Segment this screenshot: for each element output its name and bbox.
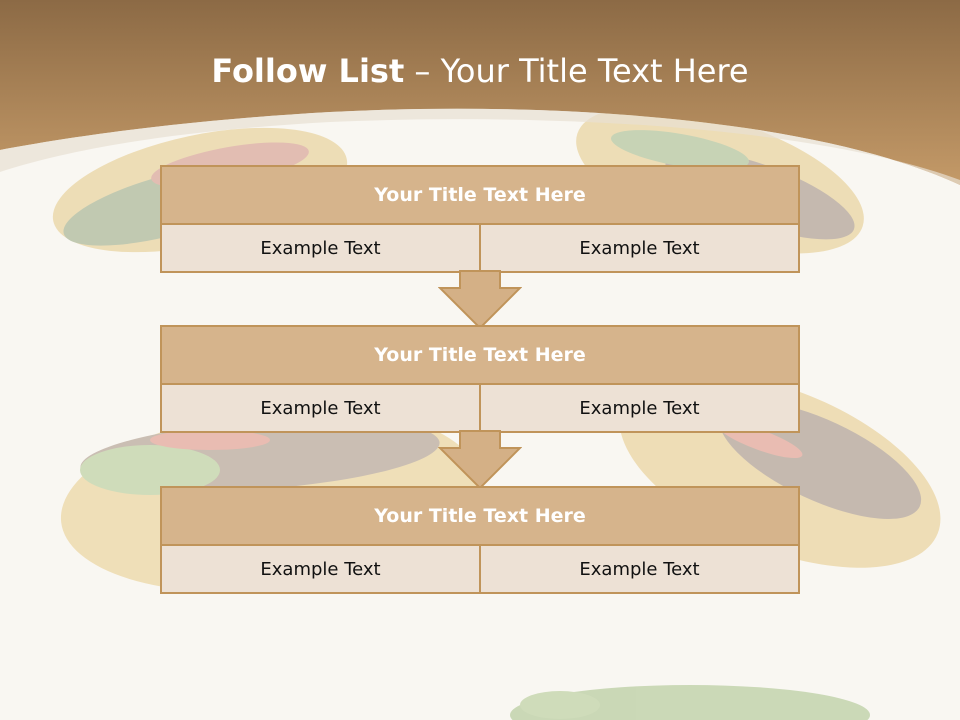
step-box-row: Example Text Example Text	[162, 546, 798, 592]
step-box-1: Your Title Text Here Example Text Exampl…	[160, 165, 800, 273]
down-arrow-icon	[438, 270, 522, 330]
step-box-heading: Your Title Text Here	[162, 327, 798, 385]
step-box-cell-right: Example Text	[479, 225, 798, 271]
step-box-cell-left: Example Text	[162, 546, 479, 592]
step-box-row: Example Text Example Text	[162, 385, 798, 431]
step-box-heading: Your Title Text Here	[162, 167, 798, 225]
down-arrow-icon	[438, 430, 522, 490]
slide-title: Follow List – Your Title Text Here	[0, 52, 960, 90]
step-box-heading: Your Title Text Here	[162, 488, 798, 546]
step-box-cell-left: Example Text	[162, 225, 479, 271]
step-box-cell-right: Example Text	[479, 385, 798, 431]
step-box-cell-right: Example Text	[479, 546, 798, 592]
step-box-3: Your Title Text Here Example Text Exampl…	[160, 486, 800, 594]
step-box-row: Example Text Example Text	[162, 225, 798, 271]
step-box-cell-left: Example Text	[162, 385, 479, 431]
step-box-2: Your Title Text Here Example Text Exampl…	[160, 325, 800, 433]
slide-title-rest: – Your Title Text Here	[404, 52, 749, 90]
slide-title-bold: Follow List	[211, 52, 405, 90]
taco-image-bottom	[510, 685, 870, 720]
